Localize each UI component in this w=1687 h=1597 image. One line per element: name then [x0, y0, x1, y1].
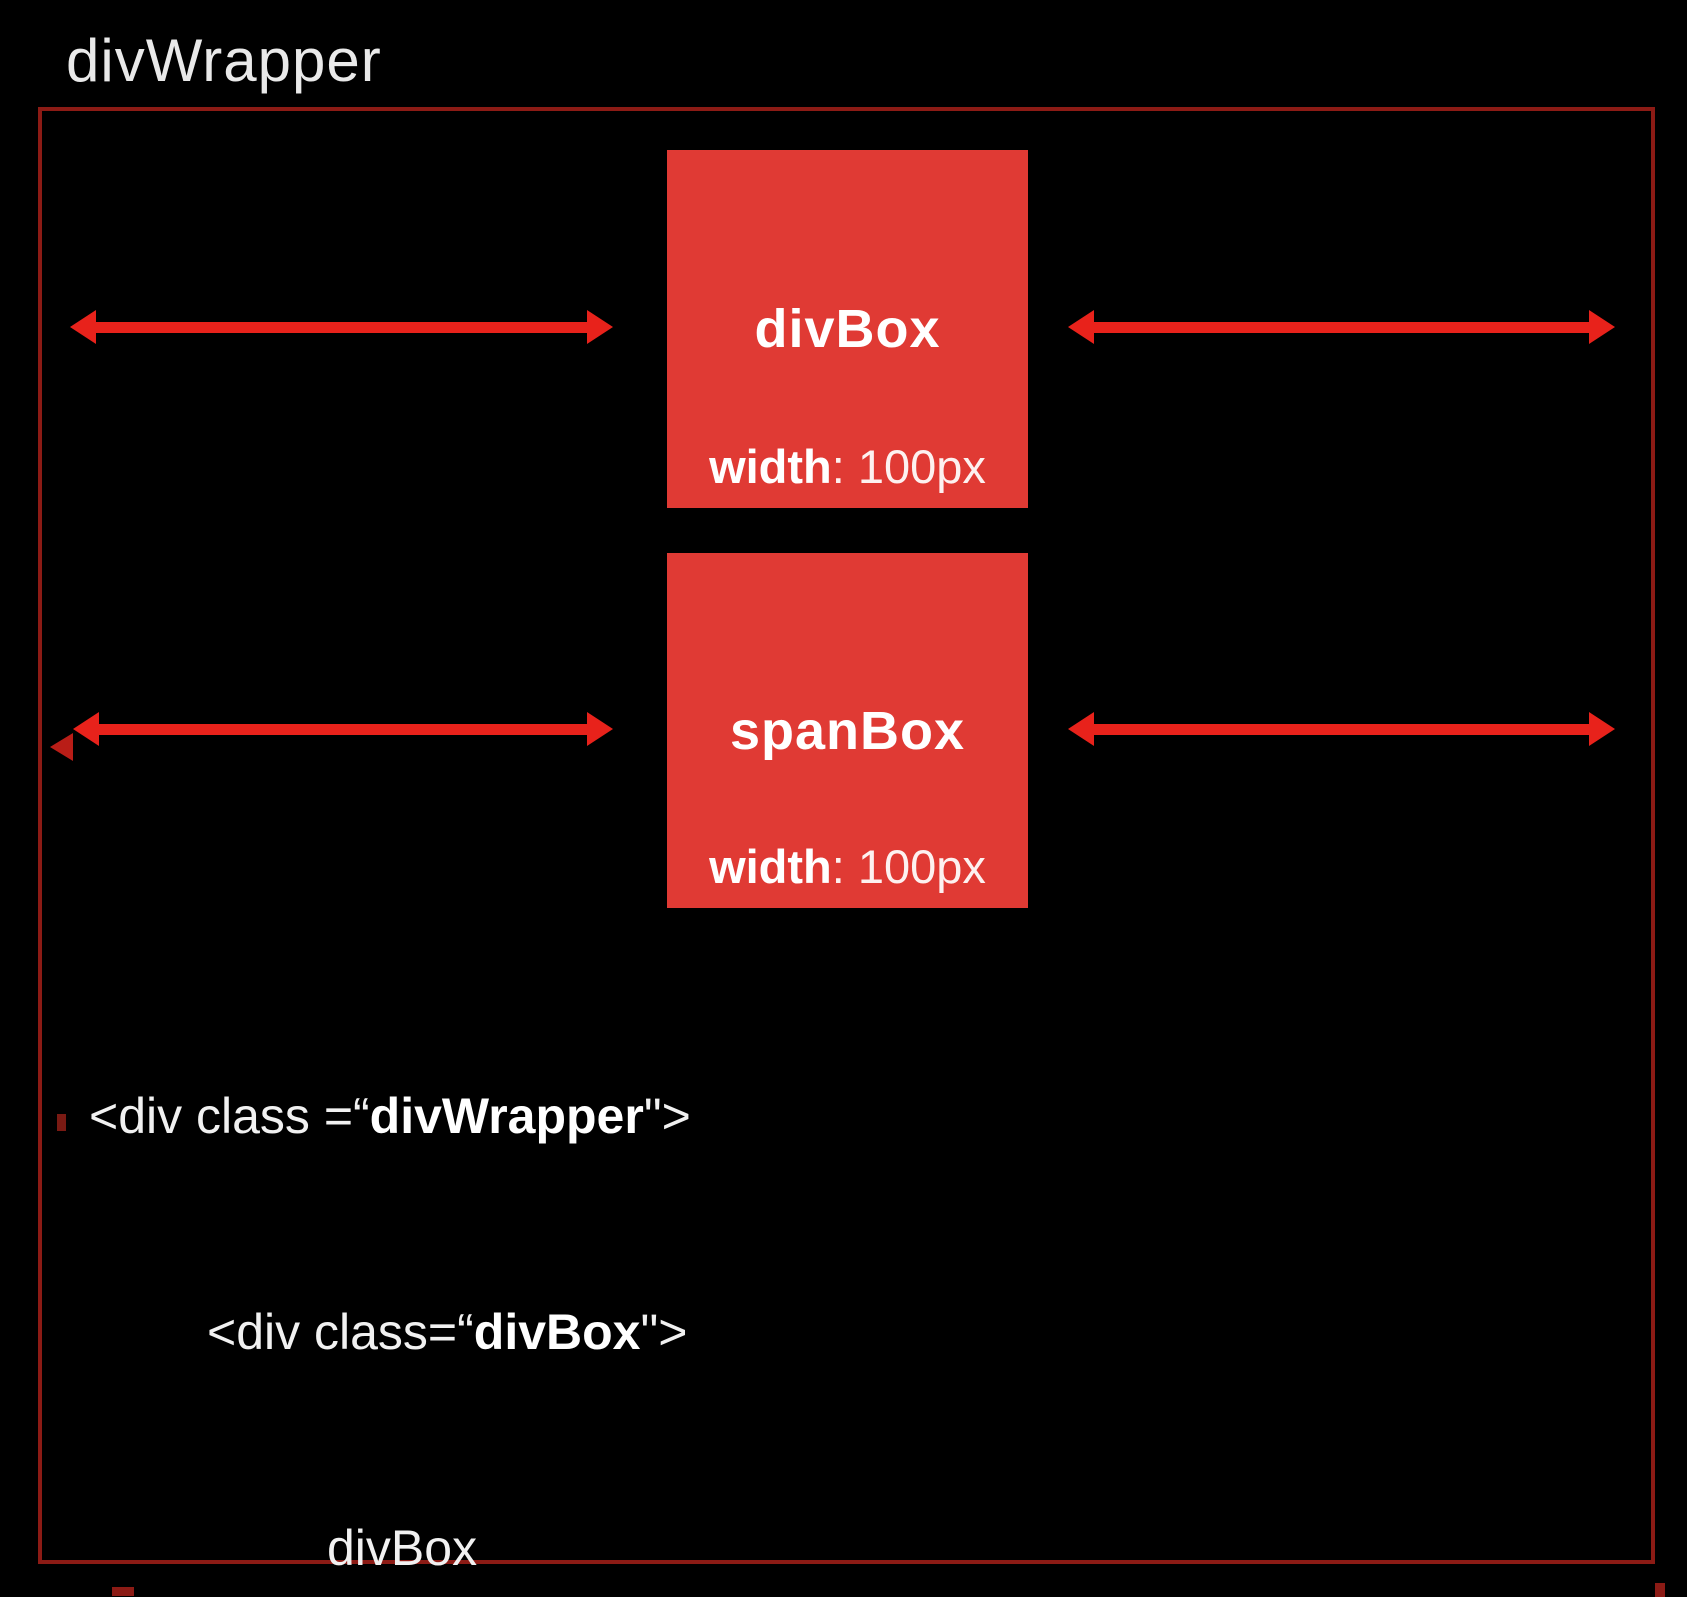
arrowhead-artifact-icon [50, 733, 73, 761]
divbox-width-property: width [709, 440, 832, 493]
divbox: divBox width: 100px [667, 150, 1028, 508]
red-dash-artifact [57, 1114, 66, 1131]
width-arrow-divbox-right [1068, 310, 1615, 344]
arrowhead-right-icon [587, 310, 613, 344]
code-line: divBox [327, 1520, 478, 1576]
arrowhead-left-icon [73, 712, 99, 746]
spanbox-title: spanBox [729, 700, 966, 761]
red-dash-artifact [112, 1587, 134, 1596]
red-dash-artifact [1655, 1583, 1665, 1597]
width-arrow-divbox-left [70, 310, 613, 344]
divbox-width-value: : 100px [831, 440, 986, 493]
code-line: <div class =“divWrapper"> [89, 1088, 691, 1144]
spanbox-width: width: 100px [667, 839, 1028, 894]
arrow-shaft [96, 321, 587, 333]
arrowhead-left-icon [1068, 310, 1094, 344]
width-arrow-spanbox-left [73, 712, 613, 746]
width-arrow-spanbox-right [1068, 712, 1615, 746]
divbox-width: width: 100px [667, 439, 1028, 494]
spanbox: spanBox width: 100px [667, 553, 1028, 908]
spanbox-width-property: width [709, 840, 832, 893]
divbox-title: divBox [754, 299, 941, 359]
code-line: <div class=“divBox"> [207, 1304, 688, 1360]
arrowhead-right-icon [1589, 310, 1615, 344]
arrowhead-left-icon [70, 310, 96, 344]
arrowhead-right-icon [1589, 712, 1615, 746]
arrowhead-right-icon [587, 712, 613, 746]
code-block: <div class =“divWrapper"> <div class=“di… [89, 936, 776, 1597]
arrow-shaft [1094, 321, 1589, 333]
arrow-shaft [99, 723, 587, 735]
arrow-shaft [1094, 723, 1589, 735]
divwrapper-outline [38, 107, 1655, 1564]
spanbox-width-value: : 100px [831, 840, 986, 893]
arrowhead-left-icon [1068, 712, 1094, 746]
divwrapper-label: divWrapper [66, 27, 382, 94]
